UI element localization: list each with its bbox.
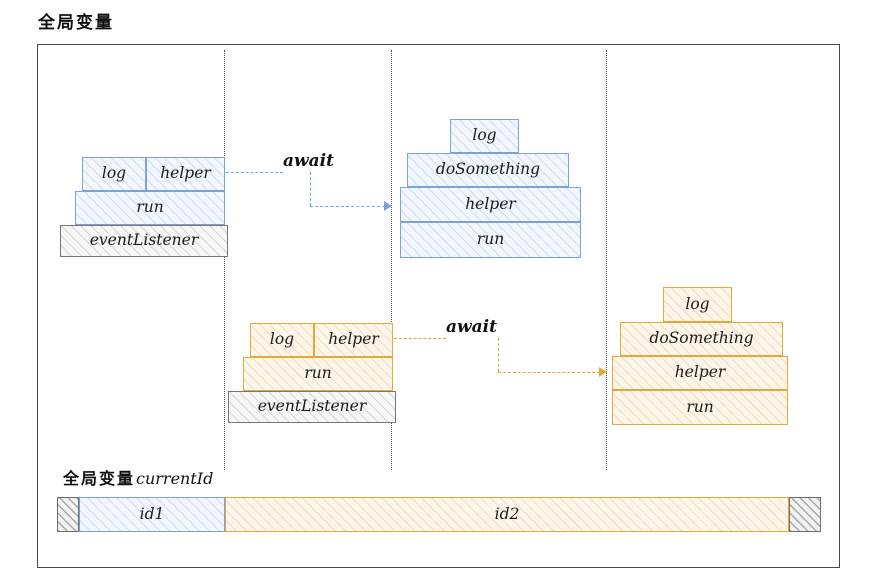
blue-await-segment-v — [310, 172, 311, 206]
stack-frame-label: helper — [465, 194, 516, 213]
stack-orange-right-run: run — [612, 390, 788, 425]
orange-await-label: await — [446, 317, 497, 337]
stack-orange-right-log: log — [663, 287, 732, 322]
orange-await-segment-h1 — [394, 338, 446, 339]
timeline-segment-id2: id2 — [225, 497, 789, 532]
stack-blue-left-eventlistener: eventListener — [60, 225, 228, 257]
timeline-guide-1 — [224, 50, 225, 470]
timeline-segment-post — [789, 497, 821, 532]
stack-frame-label: log — [101, 164, 127, 182]
stack-frame-label: run — [476, 230, 505, 248]
stack-frame-label: run — [686, 397, 714, 416]
blue-await-segment-h2 — [310, 206, 385, 207]
stack-frame-label: helper — [674, 363, 726, 381]
stack-orange-right-helper: helper — [612, 356, 788, 390]
stack-blue-right-dosomething: doSomething — [407, 153, 569, 187]
stack-frame-label: doSomething — [649, 329, 754, 347]
stack-orange-left-run: run — [243, 357, 393, 391]
timeline-guide-3 — [606, 50, 607, 470]
stack-frame-label: helper — [328, 330, 379, 348]
orange-await-segment-v — [498, 338, 499, 372]
page-title: 全局变量 — [38, 13, 114, 33]
timeline-segment-label: id1 — [139, 504, 165, 523]
stack-orange-left-log: log — [250, 323, 314, 357]
global-variable-label-ident: currentId — [136, 469, 214, 488]
stack-blue-right-helper: helper — [400, 187, 581, 222]
stack-frame-label: eventListener — [257, 397, 367, 415]
orange-await-segment-h2 — [498, 372, 600, 373]
timeline-guide-2 — [391, 50, 392, 470]
global-variable-label: 全局变量 currentId — [63, 465, 213, 489]
stack-frame-label: doSomething — [435, 160, 541, 178]
blue-await-label: await — [283, 151, 334, 171]
stack-blue-left-run: run — [75, 191, 225, 225]
orange-await-arrowhead — [599, 367, 607, 377]
stack-frame-label: log — [685, 294, 710, 313]
timeline-segment-label: id2 — [494, 504, 520, 523]
global-variable-label-cjk: 全局变量 — [63, 469, 136, 488]
stack-frame-label: log — [269, 330, 295, 348]
stack-frame-label: run — [136, 198, 164, 216]
stack-blue-right-log: log — [450, 119, 519, 153]
stack-frame-label: helper — [160, 164, 211, 182]
stack-blue-left-helper: helper — [146, 157, 225, 191]
blue-await-arrowhead — [384, 201, 392, 211]
stack-frame-label: log — [472, 126, 497, 144]
timeline-segment-pre — [57, 497, 79, 532]
blue-await-segment-h1 — [226, 172, 283, 173]
stack-orange-left-helper: helper — [314, 323, 393, 357]
stack-orange-left-eventlistener: eventListener — [228, 391, 396, 423]
stack-frame-label: run — [304, 364, 332, 382]
stack-blue-left-log: log — [82, 157, 146, 191]
timeline-segment-id1: id1 — [79, 497, 225, 532]
stack-orange-right-dosomething: doSomething — [620, 322, 783, 356]
stack-blue-right-run: run — [400, 222, 581, 258]
stack-frame-label: eventListener — [89, 231, 199, 249]
